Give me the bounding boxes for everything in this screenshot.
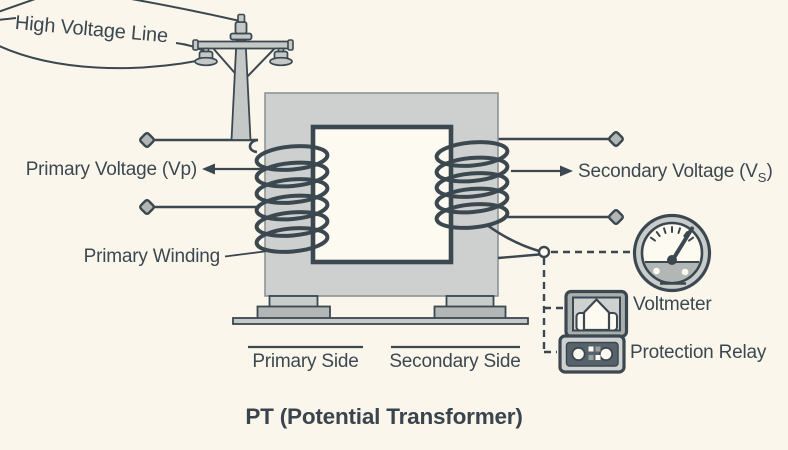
gauge-needle [670,226,694,263]
tap-junction [537,245,551,259]
primary-voltage-arrow [202,163,262,175]
voltmeter-label: Voltmeter [633,294,712,315]
primary-winding-label: Primary Winding [83,246,221,267]
terminal [139,131,624,225]
primary-winding-coil [248,138,330,254]
secondary-voltage-subscript: S [757,169,767,185]
protection-relay-icon [558,289,629,374]
primary-voltage-label: Primary Voltage (Vp) [25,159,197,180]
gauge-pivot [667,255,677,265]
primary-side-label: Primary Side [252,351,359,372]
insulator-icon [194,47,293,67]
transformer-base [232,295,529,325]
secondary-winding-coil [434,140,510,230]
high-voltage-wire [0,0,241,70]
tap-lines [486,223,540,260]
secondary-side-label: Secondary Side [389,351,521,372]
utility-pole-icon [192,13,294,141]
primary-winding-pointer [224,250,269,258]
secondary-voltage-arrow [511,165,573,177]
protection-relay-label: Protection Relay [630,342,767,363]
secondary-voltage-close-paren: ) [766,161,773,182]
voltmeter-icon [632,213,712,293]
secondary-voltage-label: Secondary Voltage (VS) [578,161,773,186]
measurement-dashed-lines [542,250,632,354]
secondary-voltage-text: Secondary Voltage (V [578,161,758,182]
diagram-title: PT (Potential Transformer) [245,404,523,429]
